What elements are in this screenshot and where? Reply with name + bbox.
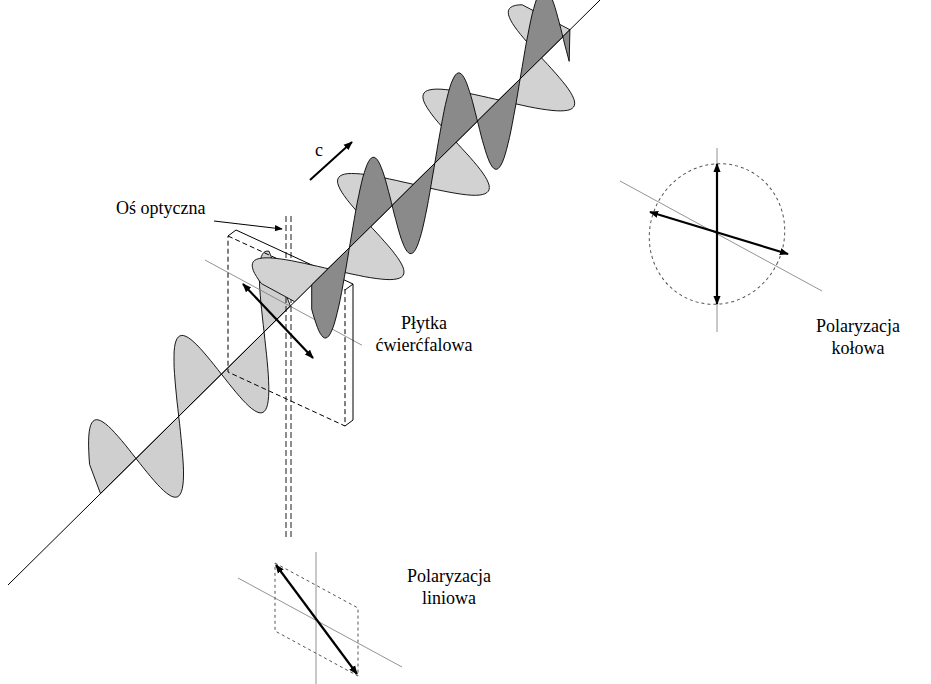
axis-label: Oś optyczna: [116, 198, 205, 220]
circular-label: Polaryzacja kołowa: [800, 316, 916, 359]
circular-inset: [620, 141, 822, 332]
vertical-component: [312, 0, 570, 338]
speed-label: c: [315, 140, 323, 162]
input-wave: [89, 251, 291, 497]
linear-wave: [89, 251, 291, 497]
plate-label: Płytka ćwierćfalowa: [362, 312, 486, 357]
linear-label: Polaryzacja liniowa: [394, 566, 504, 609]
linear-inset: [238, 552, 402, 684]
polarization-arrow: [243, 284, 313, 358]
quarter-wave-plate: [228, 230, 353, 426]
leader-line: [214, 221, 282, 229]
output-wave: [252, 0, 575, 338]
